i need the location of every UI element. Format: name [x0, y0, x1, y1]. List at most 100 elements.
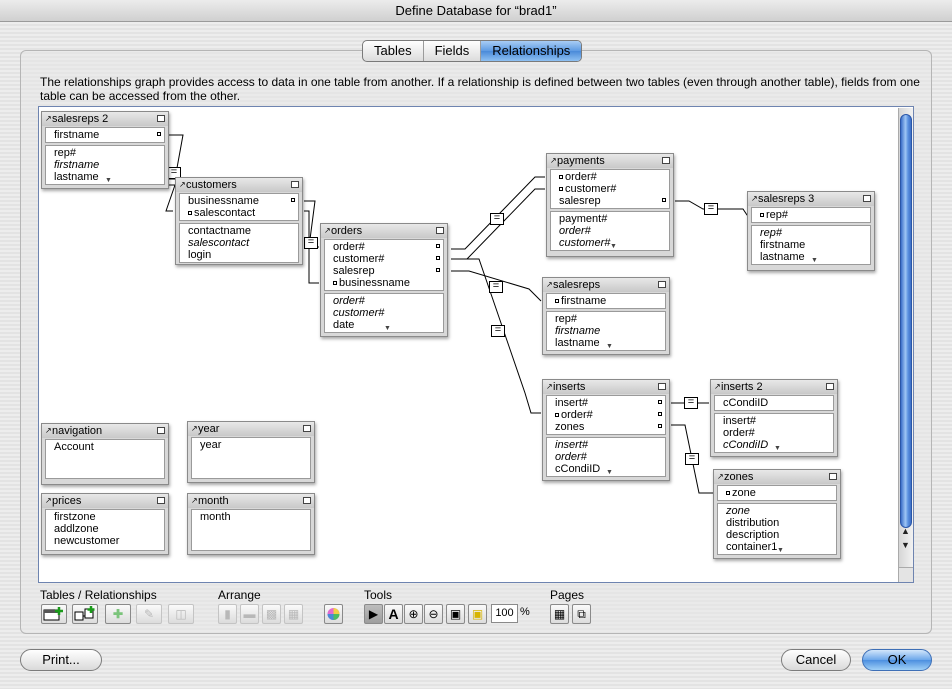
color-button[interactable]	[324, 604, 343, 624]
field[interactable]: rep#	[760, 227, 783, 239]
zoom-in-button[interactable]: ⊕	[404, 604, 423, 624]
field[interactable]: newcustomer	[54, 535, 120, 547]
table-navigation[interactable]: ↗navigation Account	[41, 423, 169, 485]
key-field[interactable]: firstname	[54, 129, 100, 141]
key-field[interactable]: rep#	[760, 209, 870, 221]
field[interactable]: insert#	[723, 415, 757, 427]
more-fields-icon[interactable]: ▼	[610, 243, 617, 250]
key-field[interactable]: salesrep	[559, 195, 601, 207]
key-field[interactable]: zone	[726, 487, 836, 499]
table-month[interactable]: ↗month month	[187, 493, 315, 555]
field[interactable]: lastname	[54, 171, 99, 183]
field[interactable]: firstname	[760, 239, 806, 251]
table-menu-icon[interactable]	[662, 157, 670, 164]
field[interactable]: date	[333, 319, 355, 331]
table-menu-icon[interactable]	[303, 425, 311, 432]
more-fields-icon[interactable]: ▼	[774, 445, 781, 452]
key-field[interactable]: businessname	[333, 277, 443, 289]
table-menu-icon[interactable]	[658, 383, 666, 390]
table-menu-icon[interactable]	[157, 115, 165, 122]
table-menu-icon[interactable]	[863, 195, 871, 202]
table-menu-icon[interactable]	[303, 497, 311, 504]
table-menu-icon[interactable]	[829, 473, 837, 480]
table-menu-icon[interactable]	[291, 181, 299, 188]
field[interactable]: customer#	[333, 307, 385, 319]
delete-button[interactable]: ◫	[168, 604, 194, 624]
key-field[interactable]: order#	[555, 409, 665, 421]
more-fields-icon[interactable]: ▼	[606, 469, 613, 476]
field[interactable]: addlzone	[54, 523, 99, 535]
field[interactable]: firstname	[54, 159, 100, 171]
field[interactable]: firstzone	[54, 511, 96, 523]
table-menu-icon[interactable]	[157, 497, 165, 504]
table-prices[interactable]: ↗prices firstzone addlzone newcustomer	[41, 493, 169, 555]
align-top-button[interactable]: ▬	[240, 604, 259, 624]
field[interactable]: distribution	[726, 517, 780, 529]
rel-operator-4[interactable]: =	[489, 281, 503, 293]
key-field[interactable]: salesrep	[333, 265, 375, 277]
table-payments[interactable]: ↗payments order# customer# salesrep paym…	[546, 153, 674, 257]
tab-fields[interactable]: Fields	[424, 41, 482, 61]
table-year[interactable]: ↗year year	[187, 421, 315, 483]
resize-button[interactable]: ▦	[284, 604, 303, 624]
key-field[interactable]: salescontact	[188, 207, 298, 219]
scroll-down-icon[interactable]: ▼	[901, 540, 910, 550]
field[interactable]: order#	[559, 225, 591, 237]
key-field[interactable]: order#	[559, 171, 669, 183]
add-table-button[interactable]	[41, 604, 67, 624]
field[interactable]: lastname	[555, 337, 600, 349]
field[interactable]: lastname	[760, 251, 805, 263]
table-customers[interactable]: ↗customers businessname salescontact con…	[175, 177, 303, 265]
field[interactable]: month	[200, 511, 231, 523]
distribute-button[interactable]: ▩	[262, 604, 281, 624]
more-fields-icon[interactable]: ▼	[811, 257, 818, 264]
table-menu-icon[interactable]	[658, 281, 666, 288]
key-field[interactable]: customer#	[559, 183, 669, 195]
align-left-button[interactable]: ▮	[218, 604, 237, 624]
field[interactable]: container1	[726, 541, 778, 553]
field[interactable]: zone	[726, 505, 750, 517]
zoom-to-fit-button[interactable]: ▣	[446, 604, 465, 624]
key-field[interactable]: businessname	[188, 195, 259, 207]
edit-button[interactable]: ✎	[136, 604, 162, 624]
rel-operator-2[interactable]: =	[304, 237, 318, 249]
rel-operator-7[interactable]: =	[684, 397, 698, 409]
field[interactable]: contactname	[188, 225, 251, 237]
key-field[interactable]: cCondiID	[723, 397, 769, 409]
duplicate-button[interactable]: ✚	[105, 604, 131, 624]
field[interactable]: description	[726, 529, 780, 541]
field[interactable]: rep#	[555, 313, 578, 325]
table-inserts2[interactable]: ↗inserts 2 cCondiID insert# order# cCond…	[710, 379, 838, 457]
relationships-graph[interactable]: = = = = = = = = ↗salesreps 2 firstname r…	[38, 106, 914, 583]
rel-operator-8[interactable]: =	[685, 453, 699, 465]
field[interactable]: payment#	[559, 213, 608, 225]
tab-relationships[interactable]: Relationships	[481, 41, 582, 61]
field[interactable]: cCondiID	[723, 439, 769, 451]
table-orders[interactable]: ↗orders order# customer# salesrep busine…	[320, 223, 448, 337]
cancel-button[interactable]: Cancel	[781, 649, 851, 671]
rel-operator-5[interactable]: =	[491, 325, 505, 337]
table-menu-icon[interactable]	[436, 227, 444, 234]
key-field[interactable]: zones	[555, 421, 585, 433]
zoom-out-button[interactable]: ⊖	[424, 604, 443, 624]
key-field[interactable]: order#	[333, 241, 365, 253]
field[interactable]: customer#	[559, 237, 611, 249]
more-fields-icon[interactable]: ▼	[777, 547, 784, 554]
rel-operator-6[interactable]: =	[704, 203, 718, 215]
tab-tables[interactable]: Tables	[363, 41, 424, 61]
table-menu-icon[interactable]	[157, 427, 165, 434]
key-field[interactable]: customer#	[333, 253, 385, 265]
key-field[interactable]: firstname	[555, 295, 665, 307]
table-salesreps[interactable]: ↗salesreps firstname rep# firstname last…	[542, 277, 670, 355]
field[interactable]: insert#	[555, 439, 589, 451]
table-menu-icon[interactable]	[826, 383, 834, 390]
print-setup-button[interactable]: ⧉	[572, 604, 591, 624]
key-field[interactable]: insert#	[555, 397, 589, 409]
scroll-thumb[interactable]	[900, 114, 912, 528]
field[interactable]: rep#	[54, 147, 77, 159]
table-inserts[interactable]: ↗inserts insert# order# zones insert# or…	[542, 379, 670, 481]
field[interactable]: login	[188, 249, 212, 261]
more-fields-icon[interactable]: ▼	[606, 343, 613, 350]
field[interactable]: order#	[555, 451, 587, 463]
field[interactable]: Account	[54, 441, 94, 453]
